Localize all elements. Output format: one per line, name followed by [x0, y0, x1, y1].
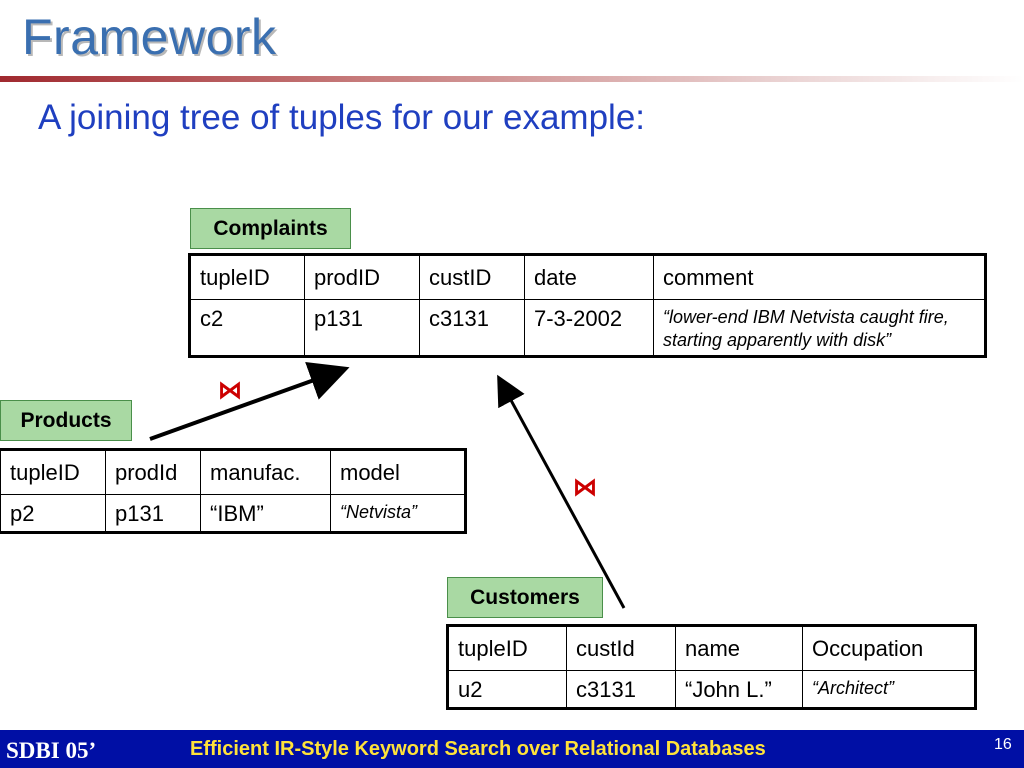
column-header: custID [419, 254, 525, 300]
table-cell: “John L.” [675, 670, 803, 709]
complaints-label: Complaints [190, 208, 351, 249]
join-arrows [149, 362, 626, 609]
table-cell: c3131 [566, 670, 676, 709]
column-header: tupleID [0, 449, 106, 495]
column-header: manufac. [200, 449, 331, 495]
table-header-row: tupleID prodID custID date comment [189, 254, 986, 300]
column-header: comment [653, 254, 986, 300]
column-header: tupleID [189, 254, 305, 300]
column-header: tupleID [447, 625, 567, 671]
slide-title: Framework [22, 9, 277, 65]
table-cell: “IBM” [200, 494, 331, 533]
column-header: prodId [105, 449, 201, 495]
table-cell: 7-3-2002 [524, 299, 654, 357]
customers-to-complaints-arrow [497, 374, 626, 609]
table-cell: p2 [0, 494, 106, 533]
column-header: custId [566, 625, 676, 671]
table-cell: “Architect” [802, 670, 976, 709]
table-row: u2 c3131 “John L.” “Architect” [447, 670, 976, 709]
table-cell: c2 [189, 299, 305, 357]
slide-subtitle: A joining tree of tuples for our example… [38, 98, 646, 137]
products-to-complaints-arrow [149, 362, 350, 441]
column-header: model [330, 449, 466, 495]
products-table: tupleID prodId manufac. model p2 p131 “I… [0, 448, 467, 534]
column-header: prodID [304, 254, 420, 300]
products-label: Products [0, 400, 132, 441]
complaints-table: tupleID prodID custID date comment c2 p1… [188, 253, 987, 358]
column-header: date [524, 254, 654, 300]
footer-paper-title: Efficient IR-Style Keyword Search over R… [190, 738, 766, 760]
table-cell: c3131 [419, 299, 525, 357]
column-header: Occupation [802, 625, 976, 671]
table-cell: p131 [105, 494, 201, 533]
customers-table: tupleID custId name Occupation u2 c3131 … [446, 624, 977, 710]
title-divider [0, 76, 1024, 82]
table-cell: u2 [447, 670, 567, 709]
table-cell: p131 [304, 299, 420, 357]
table-header-row: tupleID custId name Occupation [447, 625, 976, 671]
table-row: p2 p131 “IBM” “Netvista” [0, 494, 466, 533]
join-symbol-products: ⋈ [218, 377, 242, 404]
comment-cell: “lower-end IBM Netvista caught fire, sta… [653, 299, 986, 357]
table-header-row: tupleID prodId manufac. model [0, 449, 466, 495]
column-header: name [675, 625, 803, 671]
join-symbol-customers: ⋈ [573, 474, 597, 501]
table-cell: “Netvista” [330, 494, 466, 533]
page-number: 16 [994, 736, 1012, 753]
table-row: c2 p131 c3131 7-3-2002 “lower-end IBM Ne… [189, 299, 986, 357]
footer-course-label: SDBI 05’ [6, 738, 97, 763]
slide-footer: SDBI 05’ Efficient IR-Style Keyword Sear… [0, 730, 1024, 768]
customers-label: Customers [447, 577, 603, 618]
